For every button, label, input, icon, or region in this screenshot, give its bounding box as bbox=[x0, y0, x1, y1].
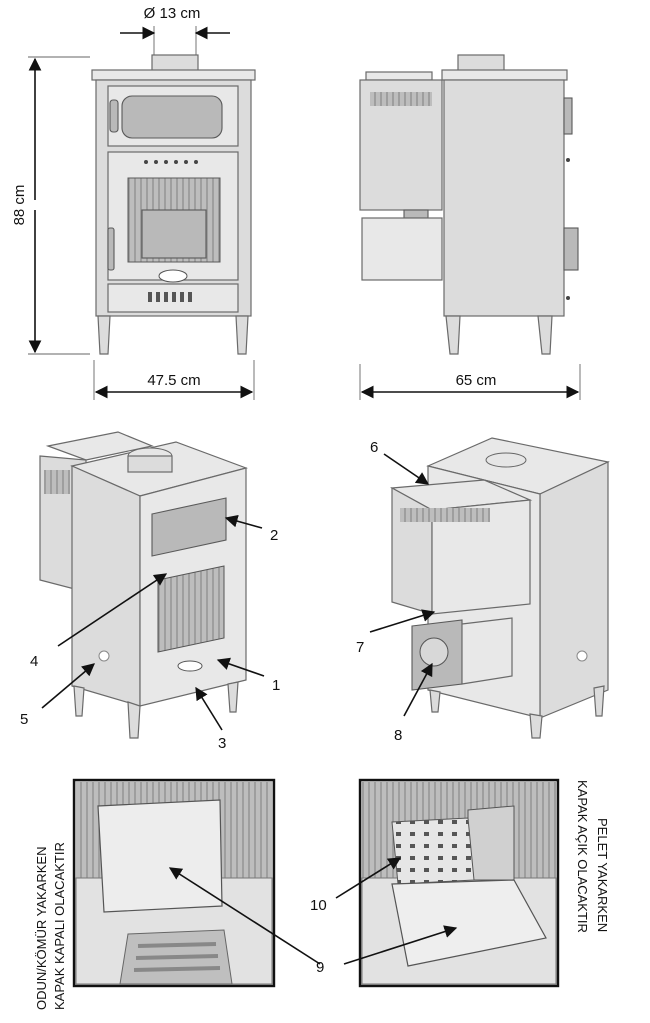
lower-air-vent bbox=[148, 292, 192, 302]
detail-right-caption-line1: PELET YAKARKEN bbox=[595, 818, 610, 932]
side-body bbox=[443, 79, 565, 317]
detail-left-lid-closed: 9 ODUN/KÖMÜR YAKARKEN KAPAK KAPALI OLACA… bbox=[34, 778, 324, 1011]
perspective-leg-2 bbox=[127, 701, 141, 739]
front-perspective-view bbox=[39, 431, 248, 739]
perspective-left-side bbox=[71, 465, 141, 707]
fan-housing bbox=[361, 217, 443, 281]
callout-5: 5 bbox=[20, 711, 28, 728]
callouts-rear-perspective: 6 7 8 bbox=[356, 439, 436, 744]
detail-right-callout-10: 10 bbox=[310, 897, 327, 914]
perspective-side-hole bbox=[98, 650, 110, 662]
flue-diameter-dimension: Ø 13 cm bbox=[120, 5, 230, 55]
oven-window bbox=[121, 95, 223, 139]
upper-air-vent bbox=[144, 160, 198, 164]
depth-dimension: 65 cm bbox=[359, 364, 581, 400]
rear-hopper-front bbox=[431, 499, 531, 615]
front-leg-right bbox=[235, 315, 249, 355]
fan-icon bbox=[419, 637, 449, 667]
rear-perspective-view bbox=[389, 437, 610, 739]
callout-7: 7 bbox=[356, 639, 364, 656]
rear-hopper-left bbox=[391, 486, 433, 615]
hopper-vents bbox=[370, 92, 432, 106]
pellet-burner-side bbox=[467, 805, 515, 881]
rear-box-top bbox=[45, 431, 155, 461]
callout-2: 2 bbox=[270, 527, 278, 544]
perspective-leg-3 bbox=[227, 681, 239, 713]
open-lid-plate bbox=[391, 879, 547, 967]
perspective-flue bbox=[127, 455, 173, 473]
side-top-plate bbox=[441, 69, 568, 81]
callouts-front-perspective: 2 4 1 5 3 bbox=[20, 514, 280, 752]
pellet-burner-grate bbox=[391, 817, 475, 885]
side-handle-upper bbox=[563, 97, 573, 135]
rear-leg-3 bbox=[593, 685, 605, 717]
oven-handle bbox=[109, 99, 119, 133]
side-leg-right bbox=[537, 315, 553, 355]
detail-left-grate-bars bbox=[133, 942, 221, 972]
rear-ash-tray bbox=[461, 617, 513, 685]
detail-left-caption-line2: KAPAK KAPALI OLACAKTIR bbox=[52, 842, 67, 1010]
callout-1: 1 bbox=[272, 677, 280, 694]
perspective-leg-1 bbox=[73, 685, 85, 717]
detail-right-lid-open: 10 PELET YAKARKEN KAPAK AÇIK OLACAKTIR bbox=[310, 778, 610, 988]
callout-6: 6 bbox=[370, 439, 378, 456]
width-label: 47.5 cm bbox=[147, 372, 200, 389]
firebox-back bbox=[141, 209, 207, 259]
door-handle bbox=[107, 227, 115, 271]
side-view bbox=[359, 54, 579, 355]
callout-4: 4 bbox=[30, 653, 38, 670]
perspective-badge bbox=[177, 660, 203, 672]
ash-drawer bbox=[107, 283, 239, 313]
height-label: 88 cm bbox=[11, 185, 28, 226]
flue-diameter-label: Ø 13 cm bbox=[144, 5, 201, 22]
depth-label: 65 cm bbox=[456, 372, 497, 389]
rear-box-vents bbox=[44, 470, 70, 494]
front-leg-left bbox=[97, 315, 111, 355]
hopper-lid bbox=[365, 71, 433, 81]
detail-left-callout-9: 9 bbox=[316, 959, 324, 976]
side-leg-left bbox=[445, 315, 461, 355]
front-view bbox=[91, 54, 256, 355]
rear-hopper-vents bbox=[400, 508, 490, 522]
rear-perspective-flue bbox=[485, 452, 527, 468]
rear-leg-1 bbox=[429, 689, 441, 713]
callout-3: 3 bbox=[218, 735, 226, 752]
callout-8: 8 bbox=[394, 727, 402, 744]
front-top-plate bbox=[91, 69, 256, 81]
door-badge bbox=[158, 269, 188, 283]
closed-lid-plate bbox=[97, 799, 223, 913]
perspective-fire-window bbox=[157, 565, 225, 653]
feed-tube bbox=[403, 209, 429, 219]
detail-right-caption-line2: KAPAK AÇIK OLACAKTIR bbox=[575, 780, 590, 933]
rear-leg-2 bbox=[529, 713, 543, 739]
perspective-oven-window bbox=[151, 497, 227, 557]
rear-side-hole bbox=[576, 650, 588, 662]
height-dimension: 88 cm bbox=[11, 56, 90, 355]
side-handle-lower bbox=[563, 227, 579, 271]
detail-left-caption-line1: ODUN/KÖMÜR YAKARKEN bbox=[34, 847, 49, 1011]
width-dimension: 47.5 cm bbox=[93, 360, 255, 400]
rear-perspective-right bbox=[539, 461, 609, 719]
